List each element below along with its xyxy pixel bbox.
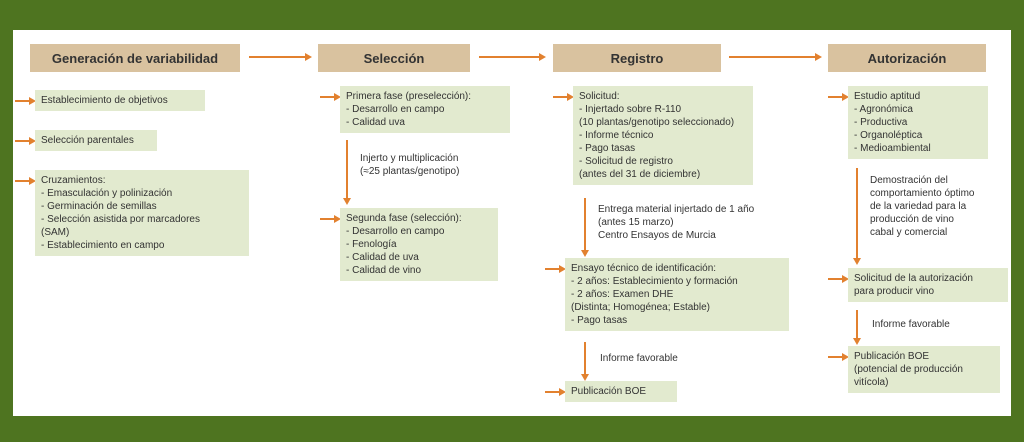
arrow-solicitud-to-publicacion-icon: [853, 310, 861, 345]
stage-header-registro: Registro: [553, 44, 721, 72]
box-solicitud-autorizacion: Solicitud de la autorización para produc…: [848, 268, 1008, 302]
box-ensayo-tecnico: Ensayo técnico de identificación: - 2 añ…: [565, 258, 789, 331]
stage-header-generacion-variabilidad: Generación de variabilidad: [30, 44, 240, 72]
note-informe-favorable-registro: Informe favorable: [600, 353, 678, 364]
arrow-ensayo-to-publicacion-icon: [581, 342, 589, 381]
arrow-to-publicacion-boe-autorizacion-icon: [828, 353, 849, 361]
arrow-to-estudio-aptitud-icon: [828, 93, 849, 101]
note-injerto-multiplicacion: Injerto y multiplicación (≈25 plantas/ge…: [360, 153, 460, 177]
box-segunda-fase: Segunda fase (selección): - Desarrollo e…: [340, 208, 498, 281]
arrow-generacion-to-seleccion-icon: [249, 53, 312, 61]
arrow-to-solicitud-icon: [553, 93, 574, 101]
arrow-to-publicacion-boe-registro-icon: [545, 388, 566, 396]
box-seleccion-parentales: Selección parentales: [35, 130, 157, 151]
note-entrega-material: Entrega material injertado de 1 año (ant…: [598, 204, 755, 241]
box-cruzamientos: Cruzamientos: - Emasculación y polinizac…: [35, 170, 249, 256]
box-establecimiento-objetivos: Establecimiento de objetivos: [35, 90, 205, 111]
box-publicacion-boe-registro: Publicación BOE: [565, 381, 677, 402]
arrow-to-cruzamientos-icon: [15, 177, 36, 185]
arrow-to-primera-fase-icon: [320, 93, 341, 101]
box-solicitud-registro: Solicitud: - Injertado sobre R-110 (10 p…: [573, 86, 753, 185]
arrow-to-segunda-fase-icon: [320, 215, 341, 223]
box-primera-fase: Primera fase (preselección): - Desarroll…: [340, 86, 510, 133]
arrow-estudio-to-solicitud-icon: [853, 168, 861, 265]
box-publicacion-boe-autorizacion: Publicación BOE (potencial de producción…: [848, 346, 1000, 393]
box-estudio-aptitud: Estudio aptitud - Agronómica - Productiv…: [848, 86, 988, 159]
arrow-solicitud-to-ensayo-icon: [581, 198, 589, 257]
stage-header-seleccion: Selección: [318, 44, 470, 72]
stage-header-autorizacion: Autorización: [828, 44, 986, 72]
arrow-registro-to-autorizacion-icon: [729, 53, 822, 61]
note-informe-favorable-autorizacion: Informe favorable: [872, 319, 950, 330]
arrow-to-establecimiento-objetivos-icon: [15, 97, 36, 105]
arrow-seleccion-to-registro-icon: [479, 53, 546, 61]
arrow-to-solicitud-autorizacion-icon: [828, 275, 849, 283]
arrow-primera-to-segunda-fase-icon: [343, 140, 351, 205]
arrow-to-seleccion-parentales-icon: [15, 137, 36, 145]
arrow-to-ensayo-tecnico-icon: [545, 265, 566, 273]
note-demostracion-comportamiento: Demostración del comportamiento óptimo d…: [870, 175, 975, 238]
